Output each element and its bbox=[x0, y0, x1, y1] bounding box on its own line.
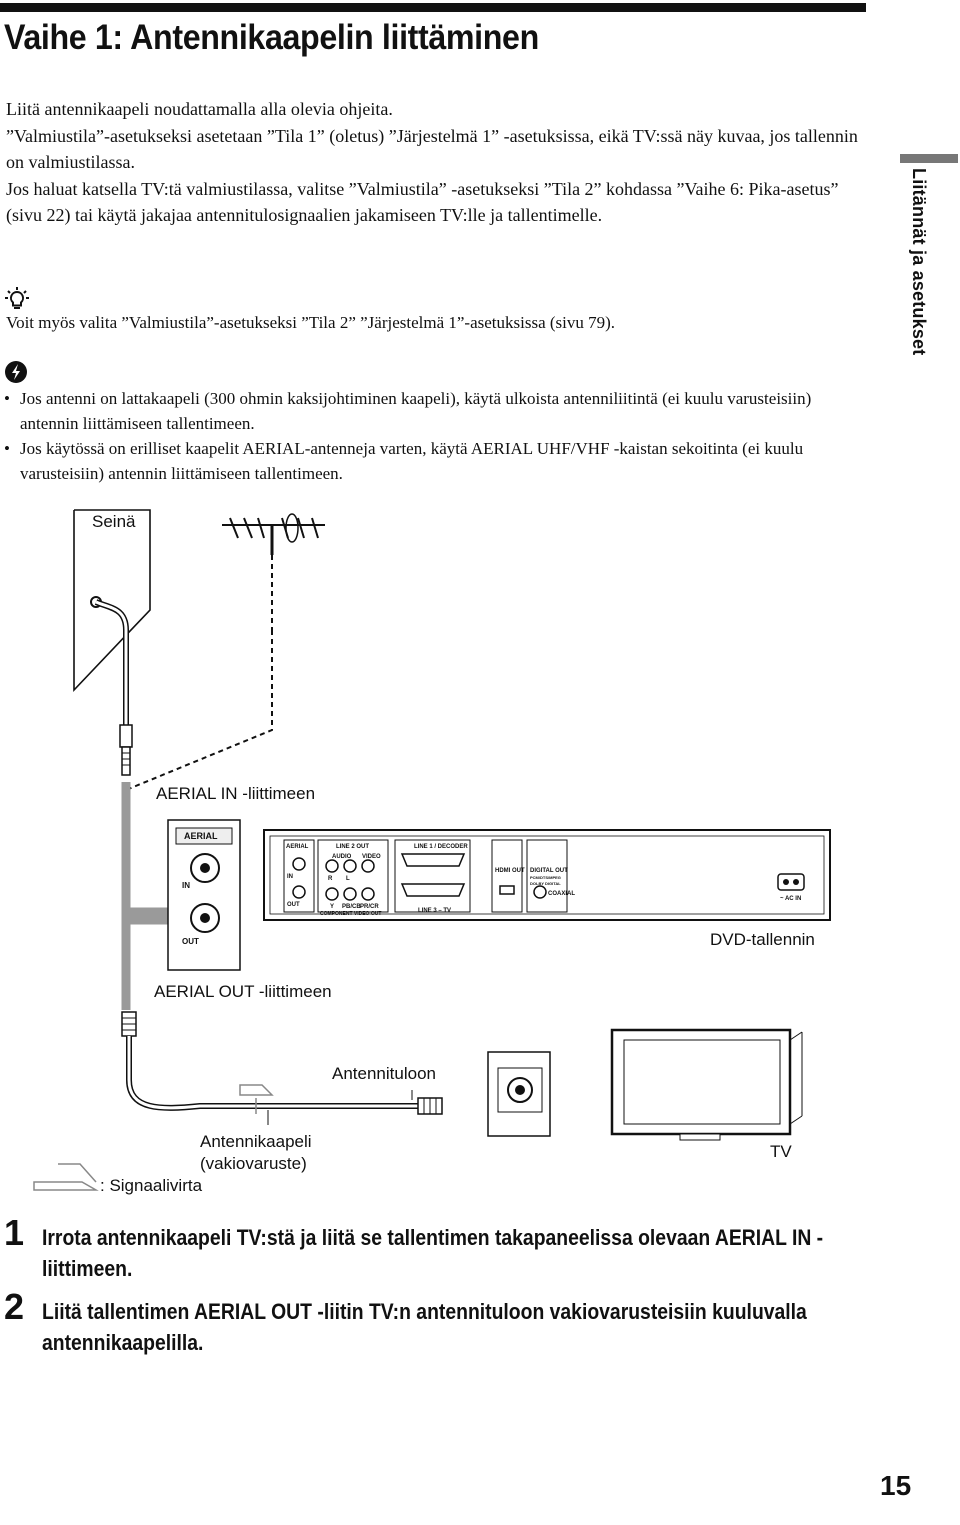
panel-out-label: OUT bbox=[182, 937, 199, 946]
video-label: VIDEO bbox=[362, 854, 381, 860]
ac-in-label: ~ AC IN bbox=[780, 896, 801, 902]
wall-illustration bbox=[73, 509, 151, 693]
pb-label: PB/CB bbox=[342, 904, 361, 910]
step-text: Irrota antennikaapeli TV:stä ja liitä se… bbox=[42, 1225, 824, 1281]
panel-aerial-label: AERIAL bbox=[184, 831, 218, 841]
aerial-panel-closeup bbox=[167, 819, 241, 971]
coaxial-label: COAXIAL bbox=[548, 891, 575, 897]
line2-out-label: LINE 2 OUT bbox=[336, 844, 369, 850]
recorder-label: DVD-tallennin bbox=[710, 930, 815, 949]
step-number: 1 bbox=[4, 1212, 25, 1253]
intro-paragraph: Jos haluat katsella TV:tä valmiustilassa… bbox=[6, 178, 839, 226]
antenna-input-label: Antennituloon bbox=[332, 1064, 436, 1083]
y-label: Y bbox=[330, 904, 334, 910]
rear-aerial-label: AERIAL bbox=[286, 844, 309, 850]
side-tab-bar bbox=[900, 154, 958, 163]
tv-label: TV bbox=[770, 1142, 792, 1161]
page-title: Vaihe 1: Antennikaapelin liittäminen bbox=[4, 18, 539, 57]
note-icon bbox=[5, 361, 27, 383]
dvd-recorder-illustration bbox=[263, 829, 831, 921]
note-item: Jos antenni on lattakaapeli (300 ohmin k… bbox=[4, 386, 874, 436]
intro-paragraph: Liitä antennikaapeli noudattamalla alla … bbox=[6, 99, 393, 119]
cable-label: Antennikaapeli bbox=[200, 1132, 312, 1151]
line1-decoder-label: LINE 1 / DECODER bbox=[414, 844, 468, 850]
r-label: R bbox=[328, 876, 333, 882]
step-number: 2 bbox=[4, 1286, 25, 1327]
top-rule bbox=[0, 3, 866, 12]
dolby-label: DOLBY DIGITAL bbox=[530, 881, 561, 886]
connection-diagram: AERIAL IN OUT AERIAL IN OUT LINE 2 OUT A… bbox=[0, 500, 960, 1220]
tv-illustration bbox=[610, 1028, 803, 1141]
hint-text: Voit myös valita ”Valmiustila”-asetuksek… bbox=[6, 313, 616, 332]
aerial-in-label: AERIAL IN -liittimeen bbox=[156, 784, 316, 803]
intro-paragraph: ”Valmiustila”-asetukseksi asetetaan ”Til… bbox=[6, 125, 858, 173]
audio-label: AUDIO bbox=[332, 854, 352, 860]
intro-text: Liitä antennikaapeli noudattamalla alla … bbox=[6, 96, 866, 229]
side-tab-label: Liitännät ja asetukset bbox=[909, 168, 929, 356]
l-label: L bbox=[346, 876, 350, 882]
rear-in-label: IN bbox=[287, 874, 293, 880]
note-item: Jos käytössä on erilliset kaapelit AERIA… bbox=[4, 436, 874, 486]
lightbulb-icon bbox=[5, 287, 29, 309]
step-text: Liitä tallentimen AERIAL OUT -liitin TV:… bbox=[42, 1299, 807, 1355]
antenna-illustration bbox=[125, 513, 325, 815]
cable-label-sub: (vakiovaruste) bbox=[200, 1154, 307, 1173]
tv-antenna-socket bbox=[487, 1051, 551, 1137]
panel-in-label: IN bbox=[182, 881, 190, 890]
hdmi-out-label: HDMI OUT bbox=[495, 868, 525, 874]
signal-flow-icon bbox=[33, 1163, 99, 1191]
page-number: 15 bbox=[880, 1470, 912, 1501]
wall-label: Seinä bbox=[92, 512, 136, 531]
pr-label: PR/CR bbox=[360, 904, 379, 910]
notes-list: Jos antenni on lattakaapeli (300 ohmin k… bbox=[4, 386, 874, 486]
pcm-label: PCM/DTS/MPEG bbox=[530, 875, 561, 880]
signal-legend-label: : Signaalivirta bbox=[100, 1176, 203, 1195]
component-video-out-label: COMPONENT VIDEO OUT bbox=[320, 911, 381, 917]
aerial-out-label: AERIAL OUT -liittimeen bbox=[154, 982, 332, 1001]
diagram-graphic: AERIAL IN OUT AERIAL IN OUT LINE 2 OUT A… bbox=[33, 509, 831, 1191]
line3-tv-label: LINE 3 – TV bbox=[418, 908, 451, 914]
digital-out-label: DIGITAL OUT bbox=[530, 868, 568, 874]
rear-out-label: OUT bbox=[287, 902, 300, 908]
